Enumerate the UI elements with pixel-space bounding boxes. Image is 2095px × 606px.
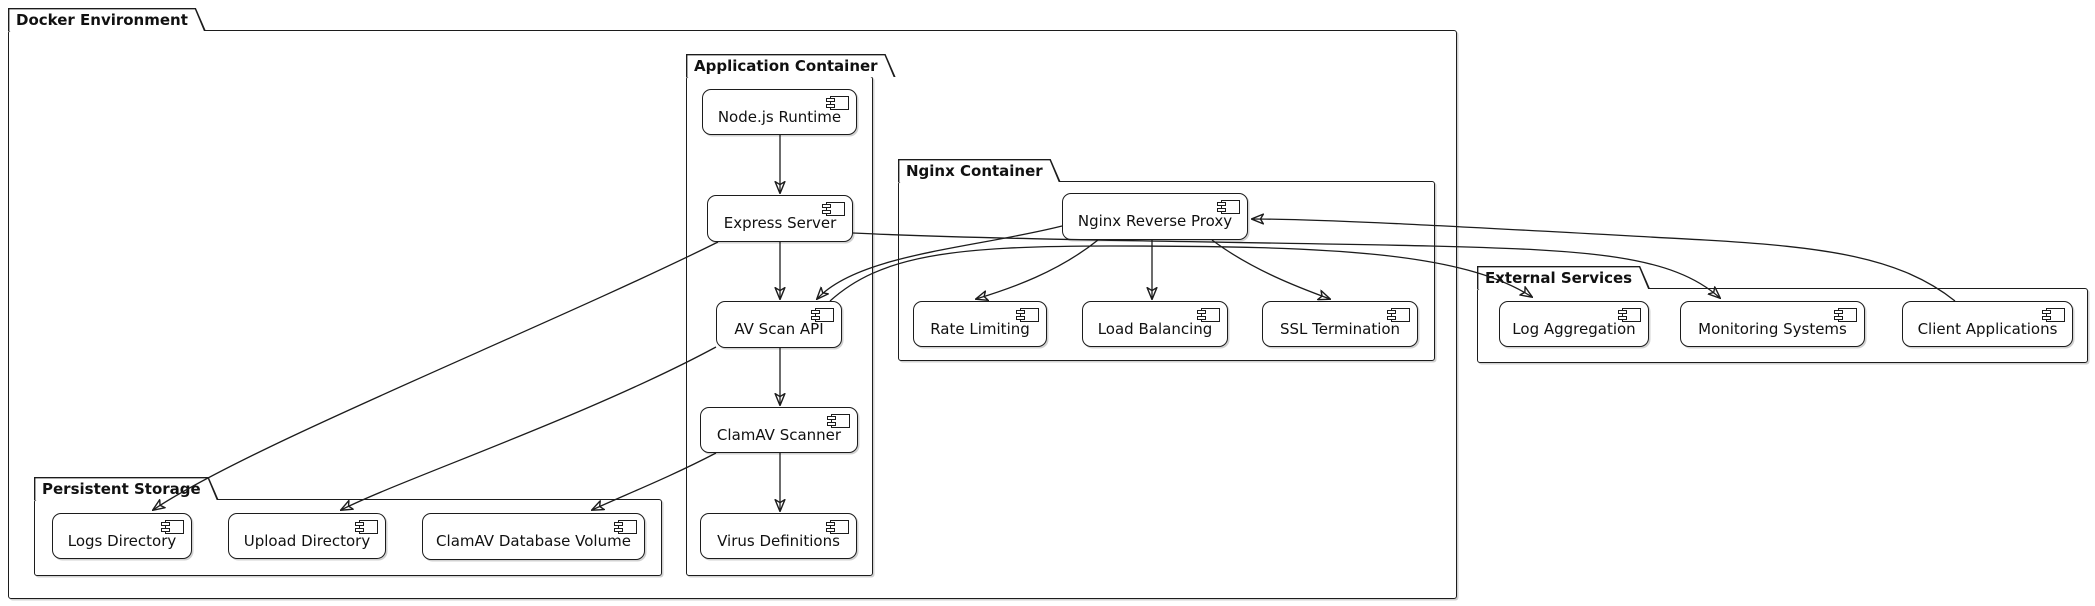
component-clamav-database-volume: ClamAV Database Volume [422,513,645,560]
component-av-scan-api: AV Scan API [716,301,842,348]
component-label-log-aggregation: Log Aggregation [1512,319,1636,338]
uml-component-icon [811,308,834,322]
package-label-external-services: External Services [1485,269,1633,287]
component-nginx-reverse-proxy: Nginx Reverse Proxy [1062,193,1248,240]
uml-component-icon [1834,308,1857,322]
component-label-nginx-reverse-proxy: Nginx Reverse Proxy [1077,212,1233,230]
component-label-upload-directory: Upload Directory [243,531,371,550]
uml-component-icon [1217,200,1240,214]
component-client-applications: Client Applications [1902,301,2073,347]
package-label-persistent-storage: Persistent Storage [42,480,201,498]
uml-component-icon [161,520,184,534]
package-tab-external-services: External Services [1477,266,1650,289]
component-label-logs-directory: Logs Directory [67,531,177,550]
component-label-ssl-termination: SSL Termination [1279,319,1401,338]
component-label-nodejs-runtime: Node.js Runtime [717,107,842,126]
component-log-aggregation: Log Aggregation [1499,301,1649,347]
package-tab-docker-environment: Docker Environment [8,8,206,31]
component-virus-definitions: Virus Definitions [700,513,857,559]
uml-component-icon [826,96,849,110]
component-label-load-balancing: Load Balancing [1097,319,1213,338]
component-label-av-scan-api: AV Scan API [734,320,824,338]
component-nodejs-runtime: Node.js Runtime [702,89,857,135]
component-label-virus-definitions: Virus Definitions [717,531,840,550]
component-rate-limiting: Rate Limiting [913,301,1047,347]
component-label-client-applications: Client Applications [1917,319,2058,338]
uml-component-icon [822,202,845,216]
component-logs-directory: Logs Directory [52,513,192,559]
component-label-clamav-scanner: ClamAV Scanner [716,425,842,444]
package-label-docker-environment: Docker Environment [16,11,188,29]
package-tab-application-container: Application Container [686,54,896,77]
component-ssl-termination: SSL Termination [1262,301,1418,347]
component-monitoring-systems: Monitoring Systems [1680,301,1865,347]
component-label-clamav-database-volume: ClamAV Database Volume [436,532,631,550]
package-docker-environment [8,30,1457,599]
uml-component-icon [1387,308,1410,322]
component-load-balancing: Load Balancing [1082,301,1228,347]
component-clamav-scanner: ClamAV Scanner [700,407,858,453]
component-label-rate-limiting: Rate Limiting [930,319,1030,338]
component-upload-directory: Upload Directory [228,513,386,559]
uml-component-icon [355,520,378,534]
component-express-server: Express Server [707,195,853,242]
uml-component-icon [614,520,637,534]
component-label-express-server: Express Server [723,214,837,232]
package-tab-nginx-container: Nginx Container [898,159,1061,182]
component-label-monitoring-systems: Monitoring Systems [1698,319,1847,338]
uml-component-icon [1618,308,1641,322]
package-tab-persistent-storage: Persistent Storage [34,477,219,500]
package-label-application-container: Application Container [694,57,878,75]
uml-component-icon [1197,308,1220,322]
uml-component-icon [1016,308,1039,322]
uml-component-icon [2042,308,2065,322]
uml-component-icon [827,414,850,428]
uml-component-icon [826,520,849,534]
package-label-nginx-container: Nginx Container [906,162,1043,180]
